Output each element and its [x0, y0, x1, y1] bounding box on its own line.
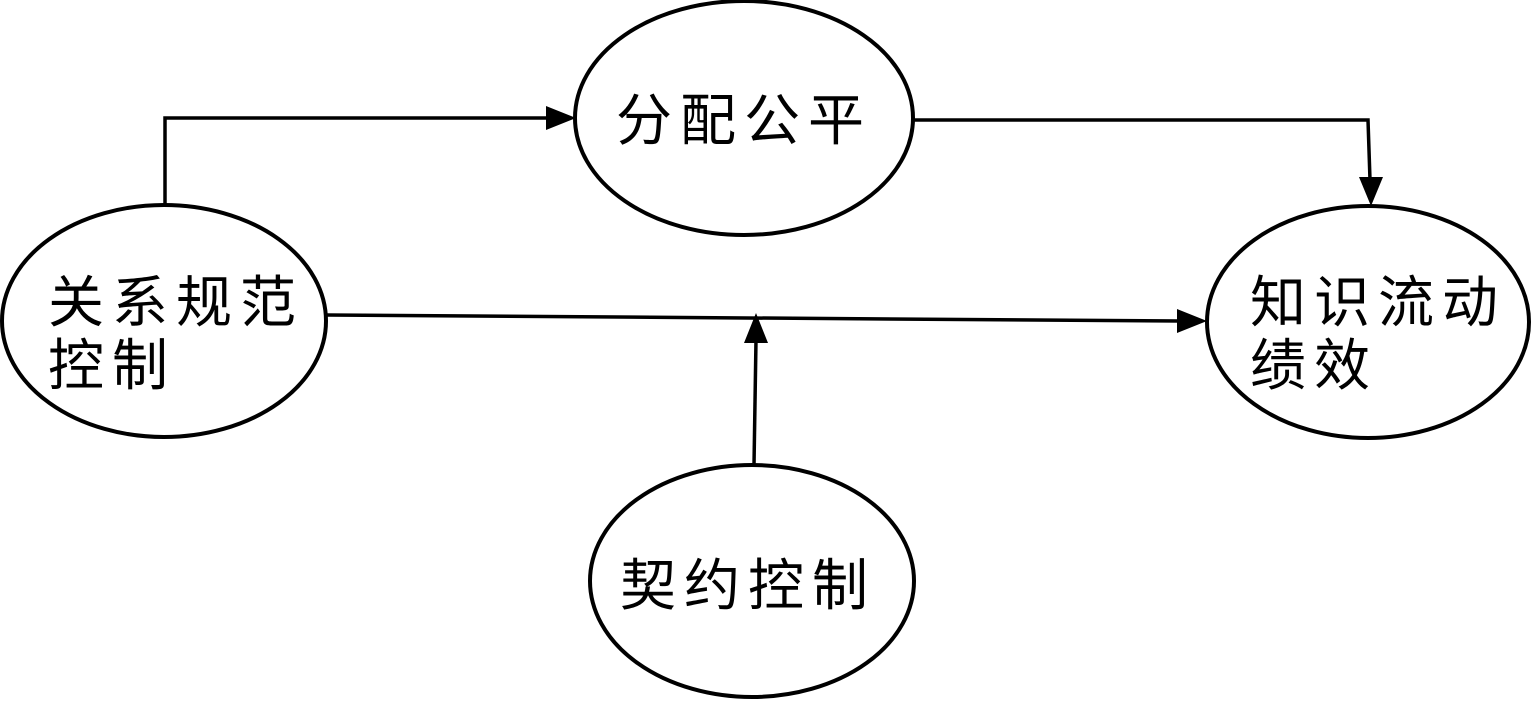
node-performance-label-line1: 知识流动: [1250, 271, 1506, 336]
node-fairness-label: 分配公平: [616, 89, 872, 154]
edge-relational-to-fairness: [163, 106, 576, 205]
node-fairness: 分配公平: [573, 0, 915, 237]
edge-fairness-to-performance: [912, 118, 1383, 206]
arrow-head: [1177, 309, 1207, 333]
edge-contract-moderation: [744, 313, 768, 466]
edge-relational-to-performance: [326, 309, 1207, 333]
node-relational-control: 关系规范 控制: [0, 203, 328, 439]
node-relational-label-line1: 关系规范: [48, 271, 304, 336]
node-contract-label: 契约控制: [620, 554, 876, 619]
arrow-head: [744, 313, 768, 343]
node-performance-label-line2: 绩效: [1250, 334, 1378, 399]
arrow-head: [1359, 177, 1383, 206]
arrow-head: [546, 106, 576, 130]
node-knowledge-performance: 知识流动 绩效: [1205, 204, 1531, 440]
node-relational-label-line2: 控制: [48, 334, 176, 399]
node-contract-control: 契约控制: [588, 463, 916, 699]
